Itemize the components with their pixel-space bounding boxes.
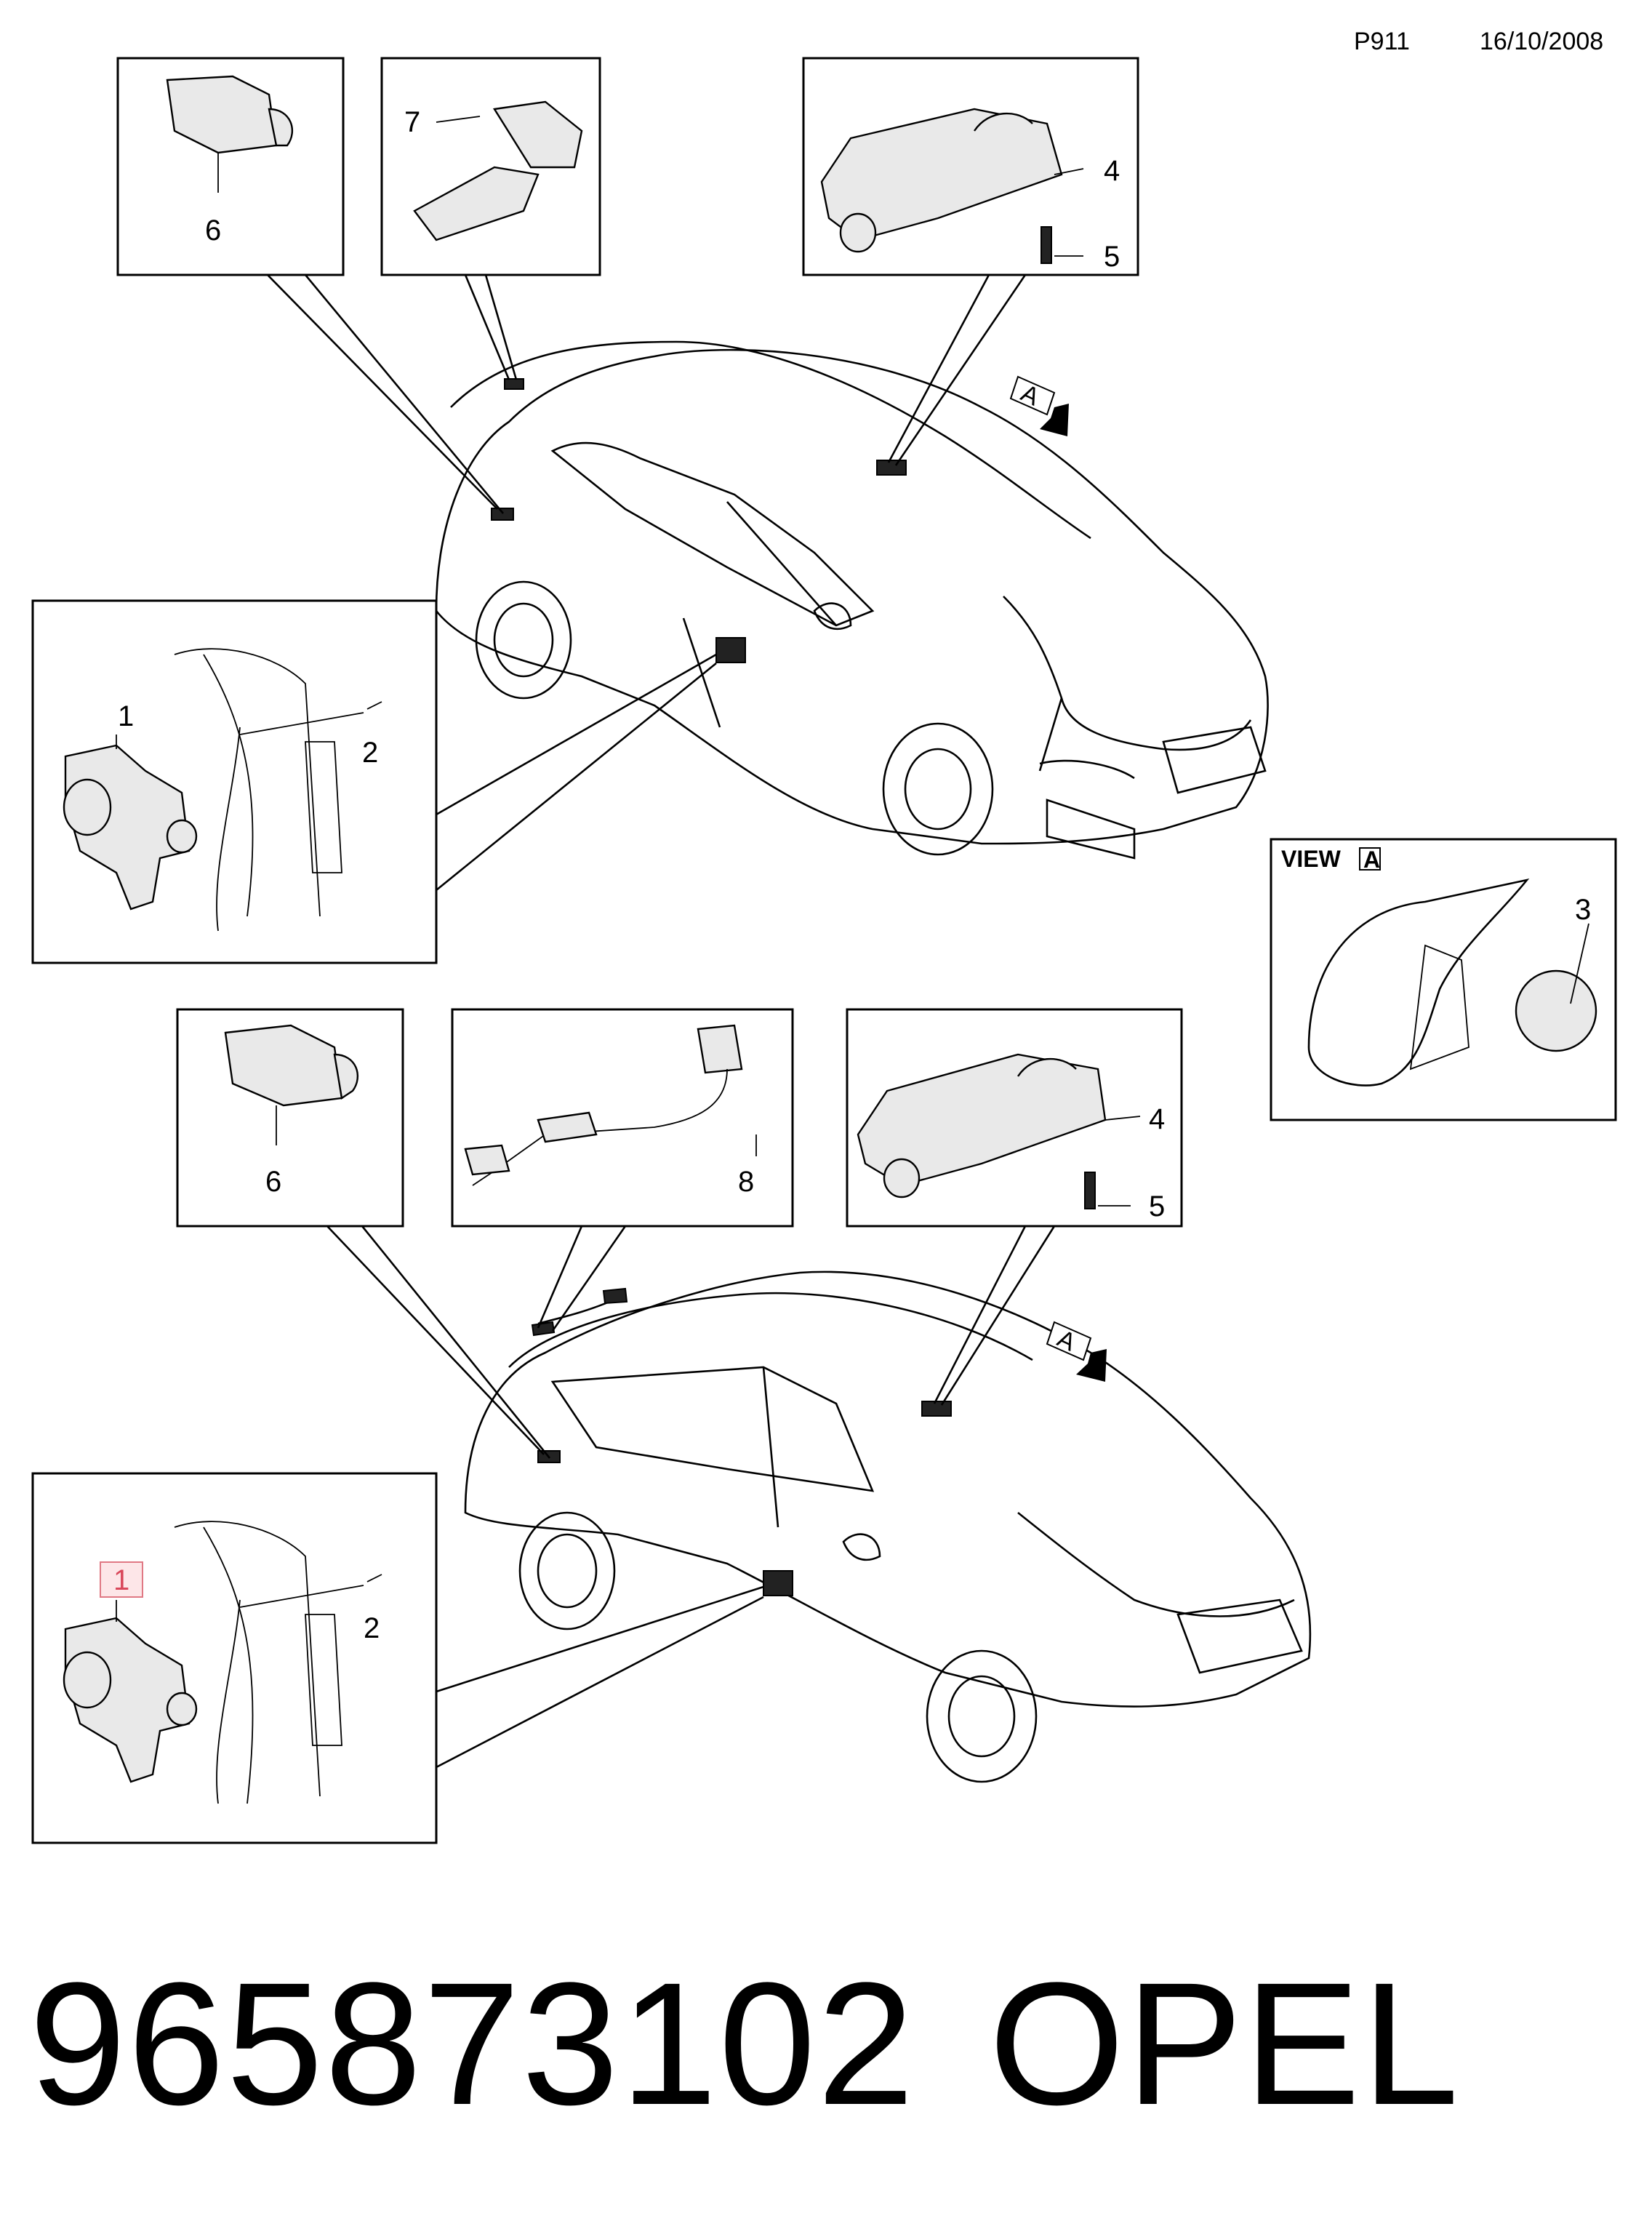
wagon-box-rear-lock: 6: [176, 1008, 404, 1228]
callout-1: 1: [118, 700, 134, 732]
wagon-box-mirror-motor: 4 5: [846, 1008, 1183, 1228]
sedan-box-mirror-motor: 4 5: [802, 57, 1139, 276]
view-a-box: VIEW A 3: [1270, 838, 1617, 1121]
callout-2b: 2: [364, 1612, 380, 1644]
callout-3: 3: [1575, 894, 1591, 926]
wagon-box-harness: 8: [451, 1008, 794, 1228]
callout-7: 7: [404, 106, 420, 138]
callout-6b: 6: [265, 1166, 281, 1198]
callout-2: 2: [362, 737, 378, 769]
view-marker: A: [1363, 847, 1380, 873]
callout-8: 8: [738, 1166, 754, 1198]
sedan-car: [435, 340, 1269, 860]
view-arrow-a-sedan: A: [1009, 375, 1069, 436]
callout-6: 6: [205, 215, 221, 247]
brand-name: OPEL: [989, 1946, 1461, 2141]
view-arrow-a-wagon: A: [1046, 1321, 1107, 1382]
part-number: 965873102: [29, 1946, 916, 2141]
page-code: P911: [1354, 28, 1410, 55]
wagon-box-door-motor: 1 2: [31, 1472, 438, 1844]
callout-5: 5: [1104, 241, 1120, 273]
wagon-leader-lines: [326, 1225, 1056, 1769]
sedan-box-door-motor: 1 2: [31, 599, 438, 964]
sedan-box-wire: 7: [380, 57, 601, 276]
callout-1-highlighted: 1: [113, 1564, 129, 1596]
sedan-box-rear-lock: 6: [116, 57, 345, 276]
date-label: 16/10/2008: [1480, 28, 1603, 55]
wagon-car: [464, 1270, 1312, 1783]
callout-4: 4: [1104, 155, 1120, 187]
callout-5b: 5: [1149, 1190, 1165, 1222]
callout-4b: 4: [1149, 1103, 1165, 1135]
sedan-leader-lines: [267, 274, 1027, 892]
view-label: VIEW: [1281, 846, 1342, 872]
